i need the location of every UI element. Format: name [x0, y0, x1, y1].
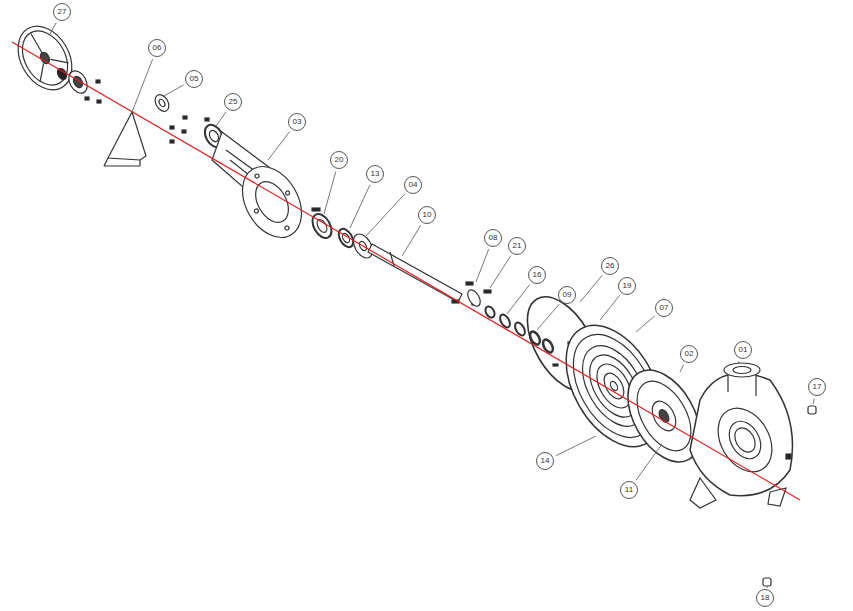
callout-number: 08 [484, 229, 502, 247]
callout-number: 16 [528, 266, 546, 284]
leader-line [402, 225, 421, 256]
leader-line [350, 185, 370, 228]
leader-line [268, 132, 290, 160]
leader-line [324, 172, 336, 214]
callout-number: 06 [148, 39, 166, 57]
callout-number: 13 [366, 165, 384, 183]
axis-line [12, 42, 800, 500]
callout-number: 25 [224, 93, 242, 111]
leader-line [366, 194, 405, 236]
callout-number: 09 [558, 286, 576, 304]
callout-number: 11 [620, 481, 638, 499]
leader-line [537, 304, 559, 330]
callout-number: 17 [808, 378, 826, 396]
callout-number: 21 [508, 237, 526, 255]
leader-line [216, 112, 226, 126]
callout-number: 07 [655, 299, 673, 317]
leader-line [636, 444, 662, 480]
callout-number: 27 [53, 3, 71, 21]
callout-number: 03 [288, 113, 306, 131]
leader-line [507, 285, 530, 314]
callout-number: 20 [330, 151, 348, 169]
leader-line [813, 399, 814, 404]
leader-line [738, 361, 740, 364]
callout-number: 05 [185, 70, 203, 88]
leader-line [50, 23, 56, 34]
callout-number: 26 [601, 257, 619, 275]
callout-number: 10 [418, 206, 436, 224]
leader-line [636, 316, 655, 332]
callout-number: 14 [536, 452, 554, 470]
leader-line [600, 295, 620, 320]
callout-number: 04 [404, 176, 422, 194]
leader-line [132, 59, 153, 112]
leader-line [476, 249, 489, 282]
callout-number: 18 [756, 589, 774, 607]
callout-number: 19 [618, 277, 636, 295]
leader-line [580, 275, 602, 302]
leader-line [556, 436, 596, 456]
leader-line [680, 365, 684, 372]
leader-line [767, 586, 768, 588]
leader-line [164, 85, 184, 96]
callout-number: 02 [680, 345, 698, 363]
callout-number: 01 [734, 341, 752, 359]
leader-line [490, 256, 511, 288]
